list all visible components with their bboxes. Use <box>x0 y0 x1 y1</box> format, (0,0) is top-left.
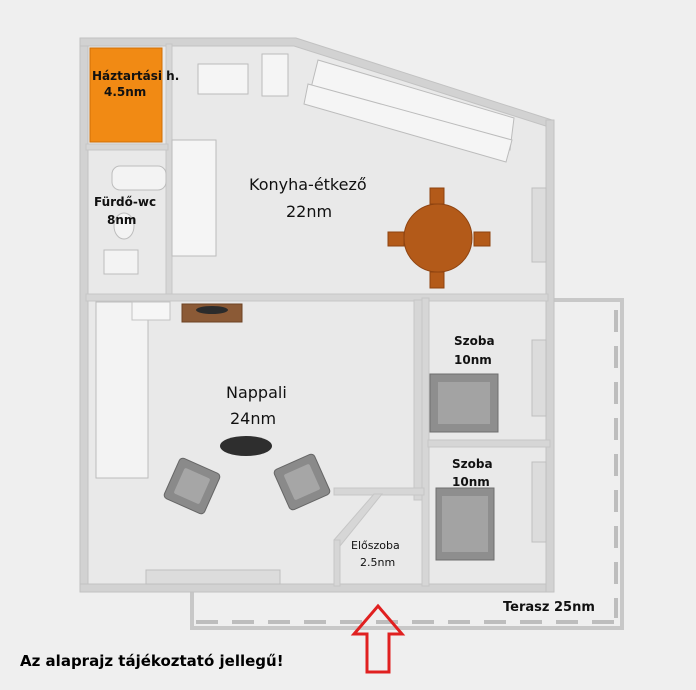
disclaimer-text: Az alaprajz tájékoztató jellegű! <box>20 652 284 670</box>
room2-area: 10nm <box>452 475 490 489</box>
bedroom-furniture <box>429 373 499 561</box>
hall-area: 2.5nm <box>360 556 395 569</box>
kitchen-name: Konyha-étkező <box>249 175 367 194</box>
storage-area: 4.5nm <box>104 85 146 99</box>
bathroom-fixtures <box>103 165 167 275</box>
bathroom-name: Fürdő-wc <box>94 195 156 209</box>
kitchen-area: 22nm <box>286 202 332 221</box>
dining-table <box>387 187 491 289</box>
terrace-label: Terasz 25nm <box>503 600 595 615</box>
bathroom-area: 8nm <box>107 213 136 227</box>
armchair-icon <box>273 453 331 511</box>
terrace <box>190 298 624 630</box>
storage-shelf <box>89 47 163 143</box>
living-furniture <box>95 301 331 515</box>
room1-area: 10nm <box>454 353 492 367</box>
toilet-icon <box>113 212 135 240</box>
storage-name: Háztartási h. <box>92 69 179 83</box>
living-name: Nappali <box>226 383 287 402</box>
room2-name: Szoba <box>452 457 493 471</box>
windows <box>145 187 547 585</box>
coffee-table <box>220 436 272 456</box>
living-area: 24nm <box>230 409 276 428</box>
kitchen-furniture <box>171 53 515 257</box>
room1-name: Szoba <box>454 334 495 348</box>
armchair-icon <box>163 457 221 515</box>
interior-walls <box>85 43 551 587</box>
hall-name: Előszoba <box>351 539 400 552</box>
entrance-arrow-icon <box>350 603 406 674</box>
